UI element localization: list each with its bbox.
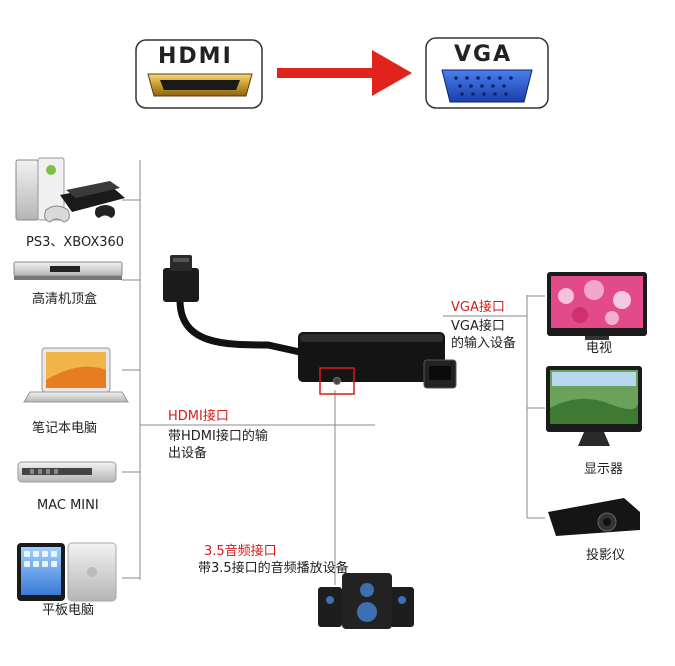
hdmi-port-title: HDMI接口 bbox=[168, 409, 229, 424]
source-label-ps3: PS3、XBOX360 bbox=[26, 235, 125, 250]
tablet-icon bbox=[17, 542, 117, 602]
source-bracket bbox=[122, 160, 375, 580]
conversion-arrow-icon bbox=[277, 50, 412, 96]
vga-port-desc-line1: VGA接口 bbox=[451, 319, 505, 334]
source-label-mac-mini: MAC MINI bbox=[37, 498, 99, 513]
audio-port-title: 3.5音频接口 bbox=[204, 544, 277, 559]
vga-port-title: VGA接口 bbox=[451, 300, 505, 315]
output-label-tv: 电视 bbox=[586, 341, 613, 356]
vga-port-icon bbox=[441, 69, 533, 103]
vga-port-desc-line2: 的输入设备 bbox=[451, 336, 517, 351]
game-console-icon bbox=[15, 157, 125, 223]
source-label-laptop: 笔记本电脑 bbox=[32, 421, 98, 436]
audio-jack-icon bbox=[333, 377, 341, 385]
output-bracket bbox=[443, 295, 545, 519]
vga-chip-label: VGA bbox=[454, 42, 513, 67]
hdmi-port-desc-line2: 出设备 bbox=[168, 446, 208, 461]
projector-icon bbox=[548, 498, 640, 536]
mac-mini-icon bbox=[17, 461, 117, 483]
hdmi-to-vga-adapter bbox=[163, 255, 457, 395]
vga-output-port-icon bbox=[423, 359, 457, 389]
audio-jack-highlight bbox=[319, 367, 355, 395]
set-top-box-icon bbox=[13, 261, 123, 280]
hdmi-port-desc-line1: 带HDMI接口的输 bbox=[168, 429, 268, 444]
hdmi-chip-label: HDMI bbox=[158, 44, 233, 69]
vga-connector-chip bbox=[425, 37, 549, 109]
audio-port-desc: 带3.5接口的音频播放设备 bbox=[198, 561, 349, 576]
hdmi-port-icon bbox=[147, 73, 253, 97]
output-label-monitor: 显示器 bbox=[584, 462, 624, 477]
speakers-icon bbox=[318, 573, 414, 629]
hdmi-plug-icon bbox=[163, 255, 199, 302]
monitor-icon bbox=[546, 366, 642, 446]
source-label-set-top-box: 高清机顶盒 bbox=[32, 292, 98, 307]
laptop-icon bbox=[23, 347, 129, 403]
source-label-tablet: 平板电脑 bbox=[42, 603, 95, 618]
tv-icon bbox=[547, 272, 647, 340]
output-label-projector: 投影仪 bbox=[586, 548, 626, 563]
hdmi-connector-chip bbox=[135, 39, 263, 109]
